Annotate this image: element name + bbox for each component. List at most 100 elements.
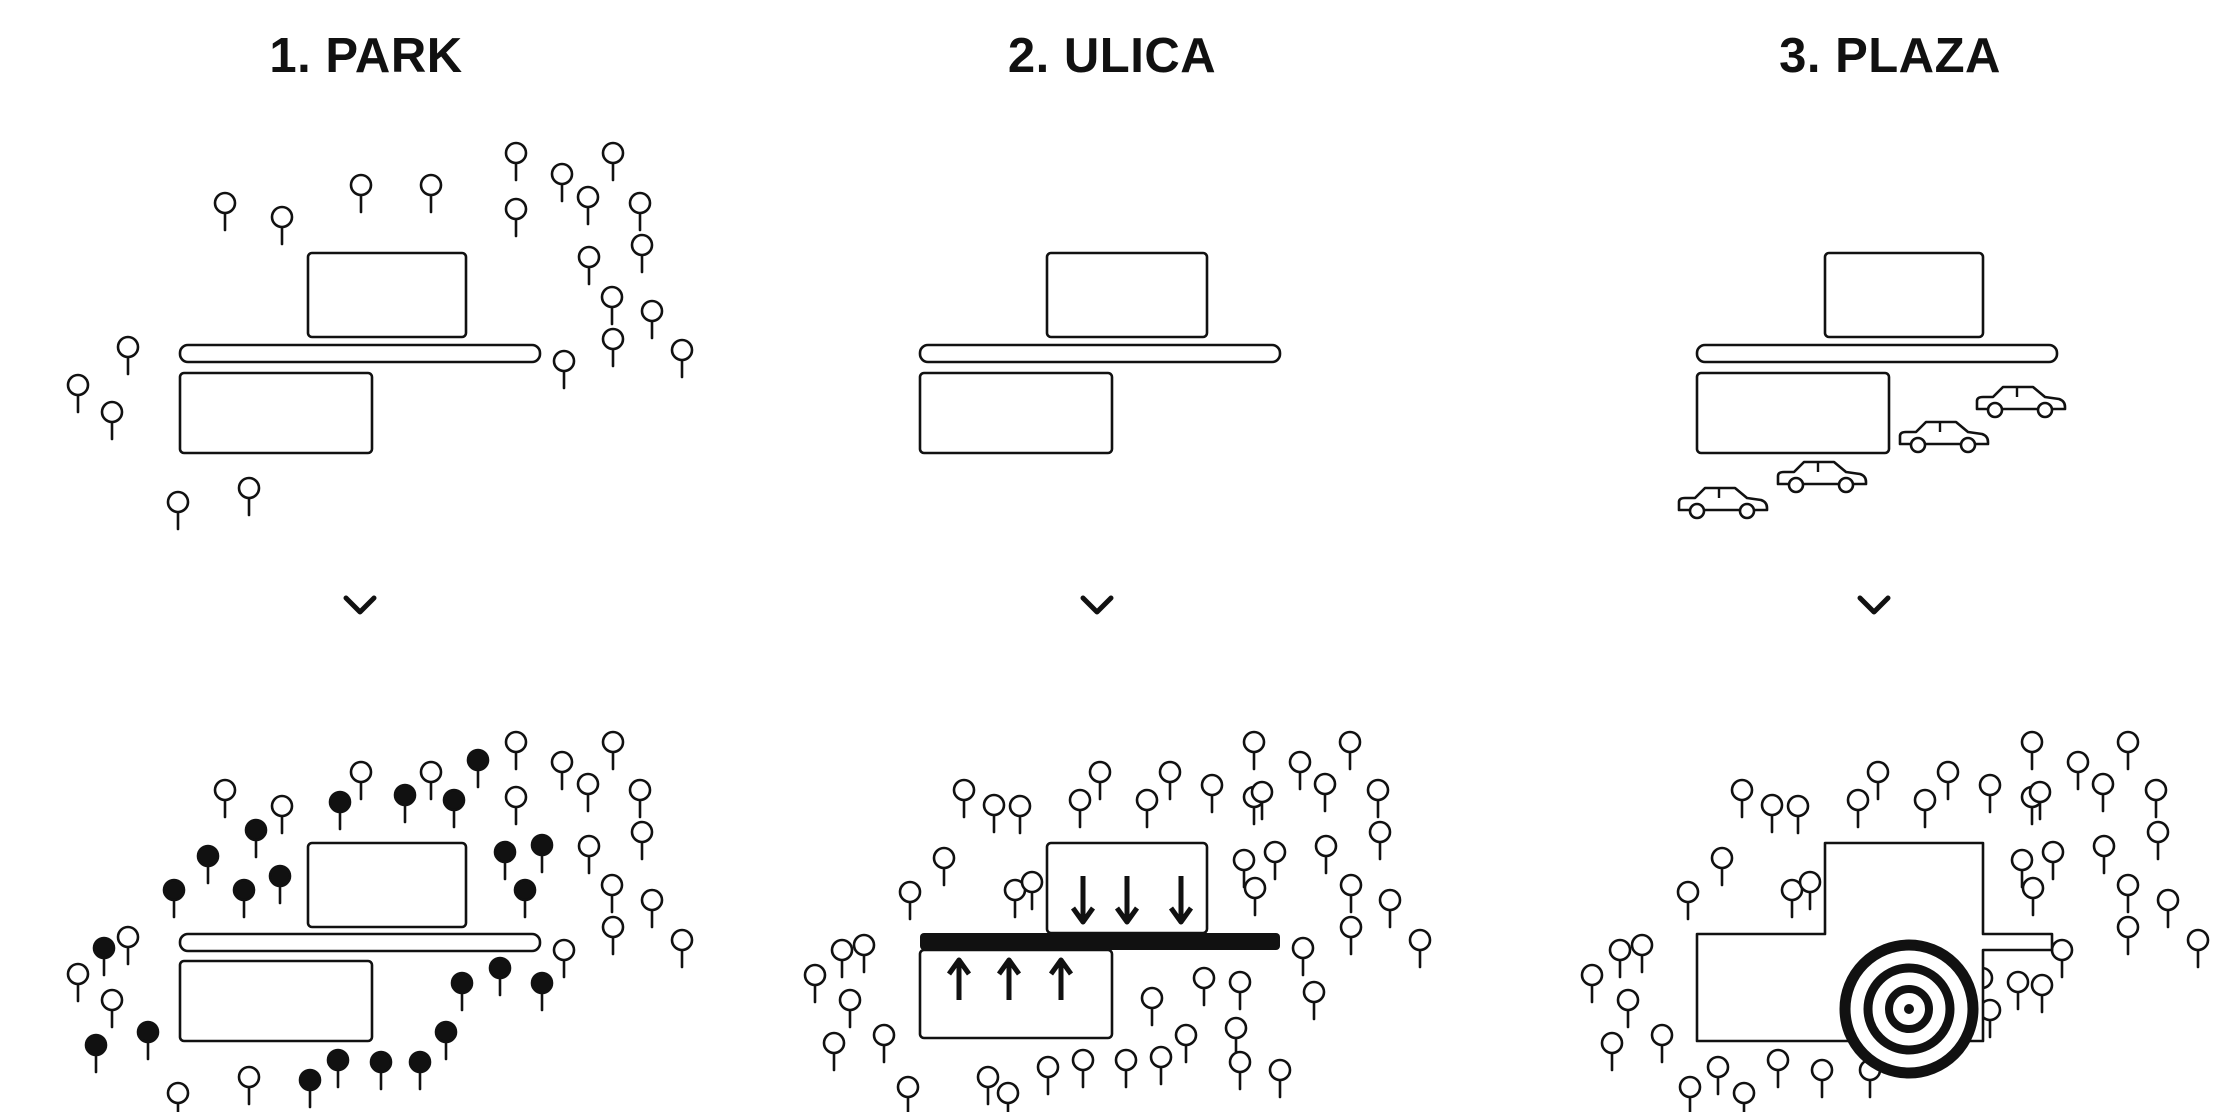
pin-tree-icon xyxy=(852,933,876,974)
pin-tree-icon xyxy=(1288,750,1312,791)
pin-tree-icon xyxy=(2146,820,2170,861)
down-arrow-icon xyxy=(1070,876,1096,925)
tree-group xyxy=(66,730,694,1112)
pin-tree-icon xyxy=(1366,778,1390,819)
park-after-scene xyxy=(66,730,694,1112)
pin-tree-icon xyxy=(952,778,976,819)
pin-tree-icon xyxy=(100,988,124,1029)
pin-tree-icon xyxy=(1020,870,1044,911)
pin-tree-icon xyxy=(896,1075,920,1112)
car-icon xyxy=(1898,420,1990,454)
pin-tree-icon xyxy=(552,349,576,390)
pin-tree-icon xyxy=(1408,928,1432,969)
pin-tree-icon xyxy=(1135,788,1159,829)
filled-tree-icon xyxy=(298,1068,322,1109)
pin-tree-icon xyxy=(2116,915,2140,956)
filled-tree-icon xyxy=(493,840,517,881)
pin-tree-icon xyxy=(1978,998,2002,1039)
filled-tree-icon xyxy=(513,878,537,919)
filled-tree-icon xyxy=(530,833,554,874)
pin-tree-icon xyxy=(628,191,652,232)
pin-tree-icon xyxy=(2116,730,2140,771)
pin-tree-icon xyxy=(601,915,625,956)
pin-tree-icon xyxy=(66,373,90,414)
pin-tree-icon xyxy=(1650,1023,1674,1064)
pin-tree-icon xyxy=(898,880,922,921)
pin-tree-icon xyxy=(1798,870,1822,911)
filled-tree-icon xyxy=(84,1033,108,1074)
panel-title-park: 1. PARK xyxy=(269,29,463,83)
pin-tree-icon xyxy=(1600,1031,1624,1072)
pin-tree-icon xyxy=(2116,873,2140,914)
pin-tree-icon xyxy=(504,730,528,771)
pin-tree-icon xyxy=(932,846,956,887)
pin-tree-icon xyxy=(213,778,237,819)
pin-tree-icon xyxy=(1760,793,1784,834)
pin-tree-icon xyxy=(1071,1048,1095,1089)
pin-tree-icon xyxy=(1140,986,1164,1027)
pin-tree-icon xyxy=(640,888,664,929)
pin-tree-icon xyxy=(2091,772,2115,813)
tree-group xyxy=(66,141,694,531)
pin-tree-icon xyxy=(1846,788,1870,829)
pin-tree-icon xyxy=(1313,772,1337,813)
pin-tree-icon xyxy=(1678,1075,1702,1112)
pin-tree-icon xyxy=(1368,820,1392,861)
filled-tree-icon xyxy=(244,818,268,859)
pin-tree-icon xyxy=(1268,1058,1292,1099)
panel-title-plaza: 3. PLAZA xyxy=(1779,29,2001,83)
pin-tree-icon xyxy=(577,834,601,875)
pin-tree-icon xyxy=(1224,1016,1248,1057)
filled-tree-icon xyxy=(328,790,352,831)
pin-tree-icon xyxy=(1710,846,1734,887)
pin-tree-icon xyxy=(1088,760,1112,801)
filled-tree-icon xyxy=(450,971,474,1012)
panel-title-ulica: 2. ULICA xyxy=(1007,29,1217,83)
chevron-down-icon xyxy=(343,595,377,615)
pin-tree-icon xyxy=(349,760,373,801)
pin-tree-icon xyxy=(1068,788,1092,829)
pin-tree-icon xyxy=(270,794,294,835)
filled-tree-icon xyxy=(408,1050,432,1091)
plaza-before-scene xyxy=(1677,251,2067,520)
pin-tree-icon xyxy=(1158,760,1182,801)
ulica-before-scene xyxy=(918,251,1282,455)
pin-tree-icon xyxy=(504,141,528,182)
pin-tree-icon xyxy=(1766,1048,1790,1089)
pin-tree-icon xyxy=(576,185,600,226)
filled-tree-icon xyxy=(530,971,554,1012)
pin-tree-icon xyxy=(1810,1058,1834,1099)
building-lower xyxy=(178,959,374,1043)
pin-tree-icon xyxy=(550,750,574,791)
pin-tree-icon xyxy=(1630,933,1654,974)
pin-tree-icon xyxy=(630,233,654,274)
pin-tree-icon xyxy=(1192,966,1216,1007)
filled-tree-icon xyxy=(326,1048,350,1089)
target-icon xyxy=(1839,939,1979,1079)
pin-tree-icon xyxy=(2020,730,2044,771)
pin-tree-icon xyxy=(419,173,443,214)
pin-tree-icon xyxy=(1036,1055,1060,1096)
pin-tree-icon xyxy=(600,285,624,326)
pin-tree-icon xyxy=(2144,778,2168,819)
pin-tree-icon xyxy=(1580,963,1604,1004)
park-before-scene xyxy=(66,141,694,531)
pin-tree-icon xyxy=(1200,773,1224,814)
pin-tree-icon xyxy=(822,1031,846,1072)
street-bar xyxy=(1695,343,2059,364)
tree-group xyxy=(803,730,1432,1112)
pin-tree-icon xyxy=(2050,938,2074,979)
filled-tree-icon xyxy=(393,783,417,824)
pin-tree-icon xyxy=(419,760,443,801)
pin-tree-icon xyxy=(1174,1023,1198,1064)
down-arrow-icon xyxy=(1114,876,1140,925)
pin-tree-icon xyxy=(1339,873,1363,914)
pin-tree-icon xyxy=(1291,936,1315,977)
pin-tree-icon xyxy=(2066,750,2090,791)
pin-tree-icon xyxy=(1114,1048,1138,1089)
pin-tree-icon xyxy=(1149,1045,1173,1086)
pin-tree-icon xyxy=(1608,938,1632,979)
pin-tree-icon xyxy=(1008,794,1032,835)
pin-tree-icon xyxy=(601,730,625,771)
